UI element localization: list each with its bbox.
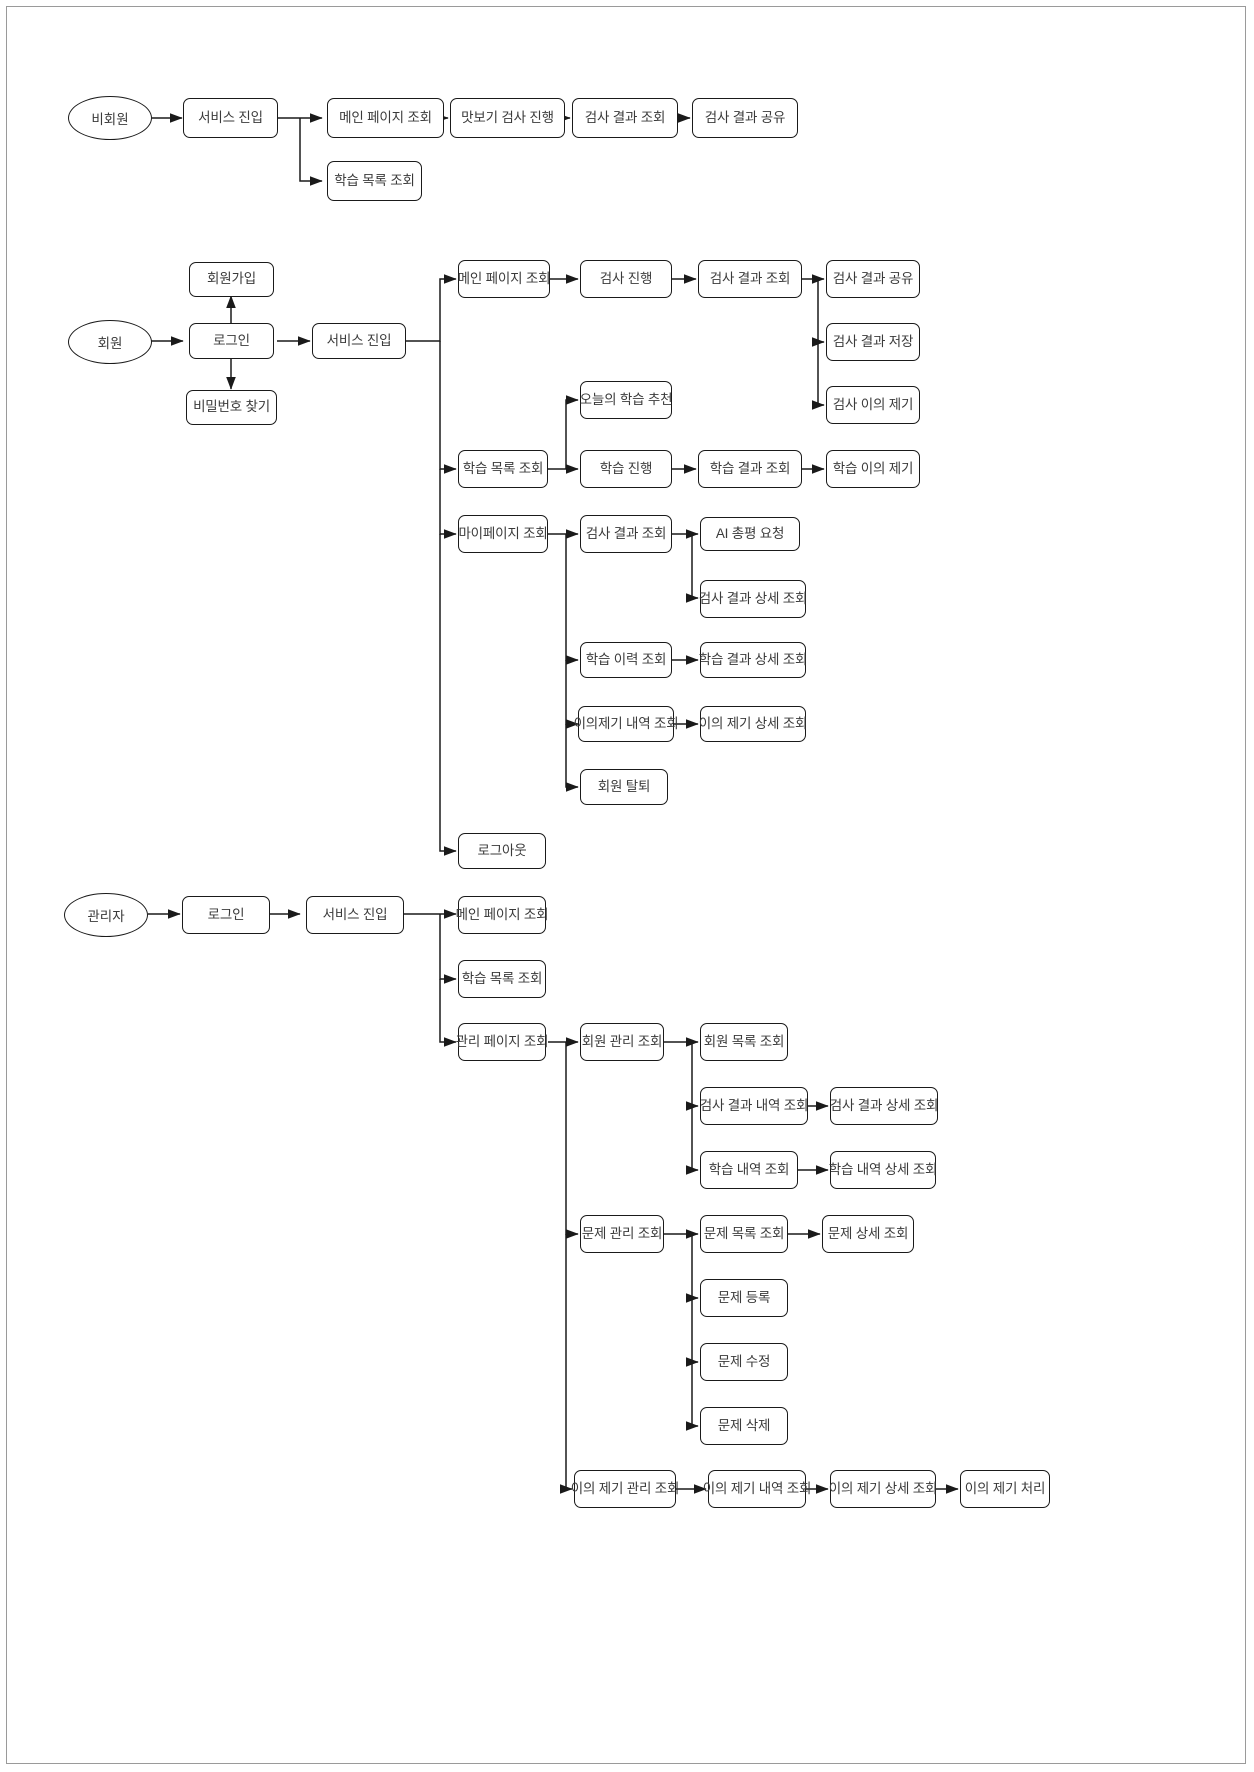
node-member-study-history[interactable]: 학습 이력 조회 [580,642,672,678]
node-member-logout[interactable]: 로그아웃 [458,833,546,869]
node-member-ai-review[interactable]: AI 총평 요청 [700,517,800,551]
node-admin-objection-process[interactable]: 이의 제기 처리 [960,1470,1050,1508]
node-admin-problem-edit[interactable]: 문제 수정 [700,1343,788,1381]
node-admin-service-enter[interactable]: 서비스 진입 [306,896,404,934]
actor-guest[interactable]: 비회원 [68,96,152,140]
node-member-study-run[interactable]: 학습 진행 [580,450,672,488]
node-member-today-recommend[interactable]: 오늘의 학습 추천 [580,381,673,419]
node-guest-main-page[interactable]: 메인 페이지 조회 [327,98,444,138]
node-guest-study-list[interactable]: 학습 목록 조회 [327,161,422,201]
node-member-find-password[interactable]: 비밀번호 찾기 [186,390,277,425]
node-member-signup[interactable]: 회원가입 [189,262,274,297]
node-admin-problem-list[interactable]: 문제 목록 조회 [700,1215,788,1253]
node-member-test-run[interactable]: 검사 진행 [580,260,672,298]
node-member-study-list[interactable]: 학습 목록 조회 [458,450,548,488]
node-member-test-result-share[interactable]: 검사 결과 공유 [826,260,920,298]
node-admin-study-detail[interactable]: 학습 내역 상세 조회 [829,1151,937,1189]
node-admin-member-list[interactable]: 회원 목록 조회 [700,1023,788,1061]
node-admin-objection-detail[interactable]: 이의 제기 상세 조회 [829,1470,937,1508]
node-member-study-objection[interactable]: 학습 이의 제기 [826,450,920,488]
node-admin-objection-list[interactable]: 이의 제기 내역 조회 [703,1470,811,1508]
node-member-main-page[interactable]: 메인 페이지 조회 [458,260,551,298]
node-member-study-result[interactable]: 학습 결과 조회 [698,450,802,488]
node-member-result-detail[interactable]: 검사 결과 상세 조회 [699,580,807,618]
node-guest-result-view[interactable]: 검사 결과 조회 [572,98,678,138]
node-member-objection-detail[interactable]: 이의 제기 상세 조회 [699,706,807,742]
node-admin-manage-page[interactable]: 관리 페이지 조회 [456,1023,549,1061]
node-admin-member-manage[interactable]: 회원 관리 조회 [580,1023,664,1061]
node-admin-login[interactable]: 로그인 [182,896,270,934]
node-admin-main-page[interactable]: 메인 페이지 조회 [456,896,549,934]
node-member-study-detail[interactable]: 학습 결과 상세 조회 [699,642,807,678]
node-admin-problem-detail[interactable]: 문제 상세 조회 [822,1215,914,1253]
node-member-test-result-view[interactable]: 검사 결과 조회 [698,260,802,298]
node-member-mypage-result-view[interactable]: 검사 결과 조회 [580,515,672,553]
node-member-service-enter[interactable]: 서비스 진입 [312,323,406,359]
node-admin-problem-create[interactable]: 문제 등록 [700,1279,788,1317]
node-guest-service-enter[interactable]: 서비스 진입 [183,98,278,138]
node-admin-study-list[interactable]: 학습 목록 조회 [458,960,546,998]
actor-member[interactable]: 회원 [68,320,152,364]
node-member-objection-list[interactable]: 이의제기 내역 조회 [574,706,679,742]
actor-admin[interactable]: 관리자 [64,893,148,937]
node-admin-test-history[interactable]: 검사 결과 내역 조회 [700,1087,808,1125]
node-admin-study-history[interactable]: 학습 내역 조회 [700,1151,798,1189]
node-member-withdraw[interactable]: 회원 탈퇴 [580,769,668,805]
node-member-mypage[interactable]: 마이페이지 조회 [458,515,548,553]
node-member-test-result-save[interactable]: 검사 결과 저장 [826,323,920,361]
node-admin-test-detail[interactable]: 검사 결과 상세 조회 [830,1087,938,1125]
node-admin-problem-manage[interactable]: 문제 관리 조회 [580,1215,664,1253]
node-guest-result-share[interactable]: 검사 결과 공유 [692,98,798,138]
node-admin-objection-manage[interactable]: 이의 제기 관리 조회 [571,1470,679,1508]
node-member-test-objection[interactable]: 검사 이의 제기 [826,386,920,424]
node-member-login[interactable]: 로그인 [189,323,274,359]
node-admin-problem-delete[interactable]: 문제 삭제 [700,1407,788,1445]
node-guest-taste-test[interactable]: 맛보기 검사 진행 [450,98,565,138]
